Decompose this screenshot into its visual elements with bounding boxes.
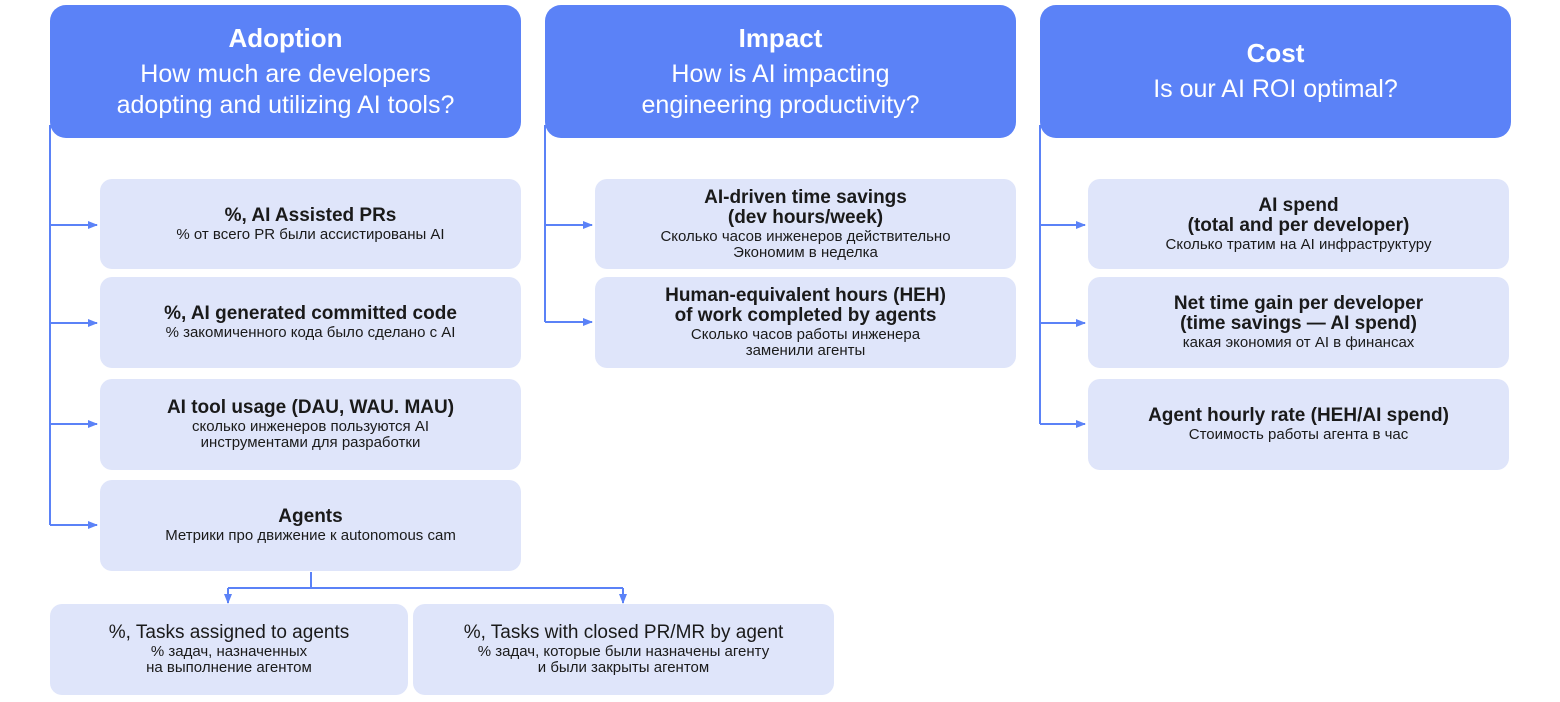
card-tasks-assigned-to-agents: %, Tasks assigned to agents % задач, наз… [50,604,408,695]
impact-subtitle-line1: How is AI impacting [671,59,890,88]
card-subtitle-line1: % задач, назначенных [150,643,308,660]
card-tasks-closed-by-agent: %, Tasks with closed PR/MR by agent % за… [413,604,834,695]
card-title-line2: (dev hours/week) [727,206,884,228]
cost-header: Cost Is our AI ROI optimal? [1040,5,1511,138]
card-title-line1: AI spend [1258,194,1339,216]
card-human-equivalent-hours: Human-equivalent hours (HEH) of work com… [595,277,1016,368]
card-subtitle: Сколько часов работы инженера заменили а… [691,327,920,359]
card-ai-generated-code: %, AI generated committed code % закомич… [100,277,521,368]
card-subtitle: какая экономия от AI в финансах [1182,334,1415,351]
card-subtitle: Стоимость работы агента в час [1188,426,1409,443]
card-title: %, AI generated committed code [164,303,457,324]
card-title: Agent hourly rate (HEH/AI spend) [1148,405,1449,426]
card-title-line1: AI-driven time savings [704,186,907,208]
impact-title: Impact [738,22,823,53]
card-ai-assisted-prs: %, AI Assisted PRs % от всего PR были ас… [100,179,521,269]
card-agents: Agents Метрики про движение к autonomous… [100,480,521,571]
card-subtitle-line2: Экономим в неделка [733,243,878,261]
card-subtitle: сколько инженеров пользуются AI инструме… [192,419,429,451]
card-title-line2: (time savings — AI spend) [1180,313,1417,334]
card-title-line1: Human-equivalent hours (HEH) [665,285,946,306]
card-title: AI-driven time savings (dev hours/week) [704,186,907,228]
card-title: AI tool usage (DAU, WAU. MAU) [166,397,455,418]
card-title-line2: (total and per developer) [1187,214,1410,236]
card-subtitle: Сколько тратим на AI инфраструктуру [1165,235,1432,253]
card-subtitle-line1: Сколько часов инженеров действительно [660,227,951,245]
card-subtitle-line2: на выполнение агентом [146,659,312,676]
card-subtitle-line2: заменили агенты [745,342,866,359]
card-subtitle-line1: сколько инженеров пользуются AI [191,418,430,435]
card-title: Net time gain per developer (time saving… [1174,294,1423,334]
card-ai-spend: AI spend (total and per developer) Сколь… [1088,179,1509,269]
card-subtitle-line1: % задач, которые были назначены агенту [477,643,770,660]
card-subtitle-line2: инструментами для разработки [200,434,421,451]
card-subtitle: % задач, которые были назначены агенту и… [478,644,769,676]
cost-subtitle: Is our AI ROI optimal? [1153,75,1398,103]
card-title: %, Tasks with closed PR/MR by agent [463,622,784,643]
adoption-subtitle-line2: adopting and utilizing AI tools? [116,90,455,119]
impact-subtitle: How is AI impacting engineering producti… [642,59,920,121]
card-subtitle: % от всего PR были ассистированы AI [176,225,445,243]
adoption-subtitle: How much are developers adopting and uti… [117,59,455,121]
adoption-header: Adoption How much are developers adoptin… [50,5,521,138]
card-ai-time-savings: AI-driven time savings (dev hours/week) … [595,179,1016,269]
card-subtitle: % закомиченного кода было сделано с AI [165,324,456,341]
cost-title: Cost [1246,38,1305,68]
card-title: Human-equivalent hours (HEH) of work com… [665,286,946,326]
card-title: %, Tasks assigned to agents [108,622,350,643]
card-net-time-gain: Net time gain per developer (time saving… [1088,277,1509,368]
card-title-line1: Net time gain per developer [1173,293,1424,314]
card-title-line2: of work completed by agents [674,305,937,326]
adoption-subtitle-line1: How much are developers [140,59,431,88]
card-title: Agents [278,506,343,527]
card-agent-hourly-rate: Agent hourly rate (HEH/AI spend) Стоимос… [1088,379,1509,470]
card-ai-tool-usage: AI tool usage (DAU, WAU. MAU) сколько ин… [100,379,521,470]
impact-subtitle-line2: engineering productivity? [641,90,920,119]
card-subtitle: Метрики про движение к autonomous cam [165,527,456,544]
card-subtitle-line2: и были закрыты агентом [537,659,710,676]
card-subtitle-line1: Сколько часов работы инженера [690,326,921,343]
card-title: AI spend (total and per developer) [1187,194,1410,236]
adoption-title: Adoption [228,22,343,53]
card-subtitle: % задач, назначенных на выполнение агент… [146,644,312,676]
card-subtitle: Сколько часов инженеров действительно Эк… [660,227,951,261]
impact-header: Impact How is AI impacting engineering p… [545,5,1016,138]
card-title: %, AI Assisted PRs [224,204,397,226]
